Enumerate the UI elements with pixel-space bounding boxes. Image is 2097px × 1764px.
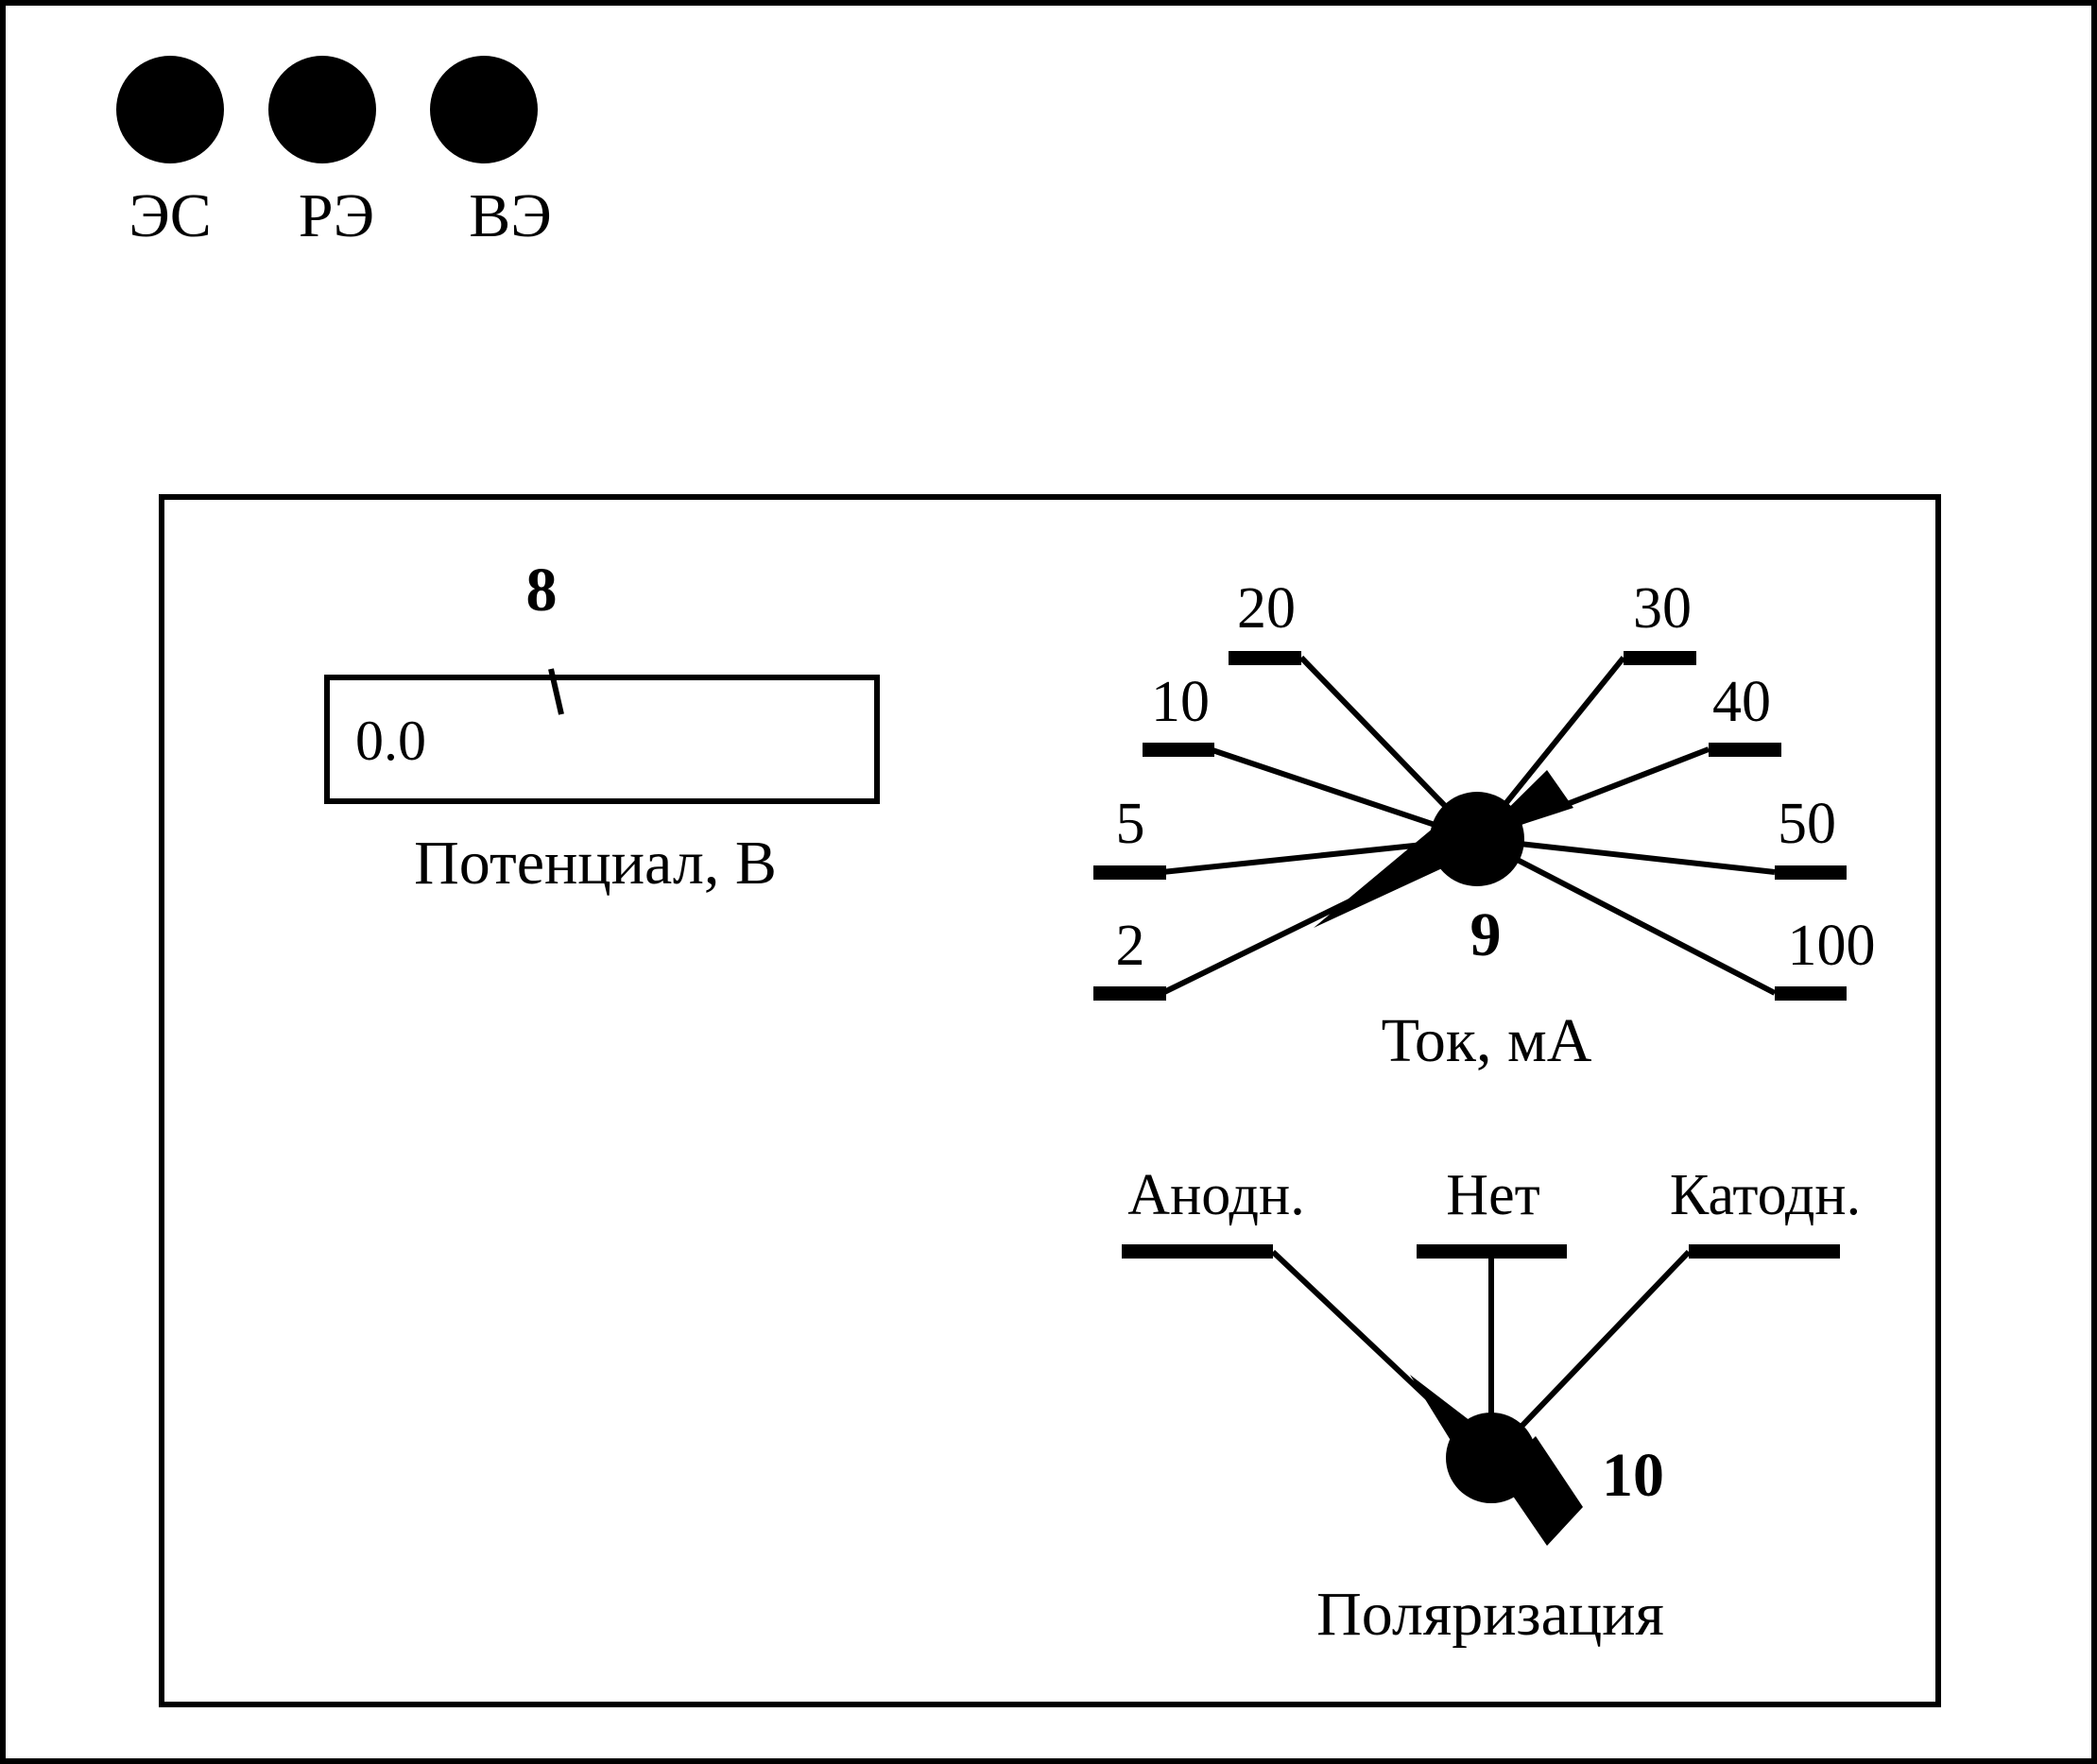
electrode-re[interactable]: РЭ [268, 56, 376, 250]
ref-number-9: 9 [1470, 900, 1502, 969]
electrode-socket-icon[interactable] [268, 56, 376, 163]
current-position-pads [1093, 651, 1847, 1001]
position-pad-2[interactable] [1093, 986, 1166, 1001]
current-label-50: 50 [1778, 792, 1836, 856]
current-knob[interactable] [1288, 770, 1573, 947]
electrode-socket-icon[interactable] [430, 56, 538, 163]
position-pad-none[interactable] [1417, 1244, 1567, 1259]
current-label-5: 5 [1116, 792, 1145, 856]
polarization-label-none: Нет [1446, 1163, 1539, 1227]
electrode-sockets: ЭС РЭ ВЭ [116, 56, 552, 250]
polarization-label-cathodic: Катодн. [1670, 1163, 1861, 1227]
position-pad-5[interactable] [1093, 865, 1166, 880]
electrode-es[interactable]: ЭС [116, 56, 224, 250]
current-caption: Ток, мА [1382, 1006, 1592, 1075]
electrode-label: РЭ [299, 181, 374, 250]
spoke-50 [1476, 836, 1776, 875]
position-pad-30[interactable] [1624, 651, 1696, 665]
current-switch: 2 5 10 20 30 40 50 100 9 Ток, мА [1093, 576, 1876, 1075]
polarization-label-anodic: Анодн. [1127, 1163, 1304, 1227]
electrode-ve[interactable]: ВЭ [430, 56, 552, 250]
electrode-socket-icon[interactable] [116, 56, 224, 163]
position-pad-40[interactable] [1709, 743, 1781, 757]
ref-number-8: 8 [526, 556, 558, 625]
spoke-cathodic [1488, 1249, 1692, 1461]
polarization-labels: Анодн. Нет Катодн. [1127, 1163, 1861, 1227]
potential-value: 0.0 [355, 710, 426, 772]
current-label-30: 30 [1633, 576, 1692, 641]
position-pad-20[interactable] [1229, 651, 1301, 665]
current-label-100: 100 [1788, 914, 1876, 978]
polarization-caption: Поляризация [1316, 1580, 1664, 1649]
current-label-2: 2 [1116, 914, 1145, 978]
position-pad-100[interactable] [1775, 986, 1847, 1001]
polarization-switch: Анодн. Нет Катодн. 10 Поляризация [1122, 1163, 1861, 1649]
electrode-label: ЭС [129, 181, 212, 250]
polarization-knob-body[interactable] [1446, 1413, 1537, 1503]
position-pad-anodic[interactable] [1122, 1244, 1273, 1259]
current-label-10: 10 [1151, 670, 1210, 734]
position-pad-cathodic[interactable] [1689, 1244, 1840, 1259]
current-label-20: 20 [1237, 576, 1296, 641]
potential-block: 8 0.0 Потенциал, В [324, 556, 880, 898]
potential-caption: Потенциал, В [414, 829, 777, 898]
electrode-label: ВЭ [469, 181, 552, 250]
polarization-position-pads [1122, 1244, 1840, 1259]
control-panel [159, 494, 1941, 1707]
current-knob-body[interactable] [1430, 792, 1524, 886]
polarization-knob[interactable] [1410, 1375, 1583, 1546]
ref-number-10: 10 [1602, 1441, 1664, 1510]
potential-display [324, 675, 880, 804]
spoke-100 [1475, 836, 1777, 996]
current-labels: 2 5 10 20 30 40 50 100 [1116, 576, 1876, 978]
position-pad-50[interactable] [1775, 865, 1847, 880]
current-label-40: 40 [1712, 670, 1771, 734]
position-pad-10[interactable] [1143, 743, 1214, 757]
pointer-gap [1288, 925, 1315, 947]
